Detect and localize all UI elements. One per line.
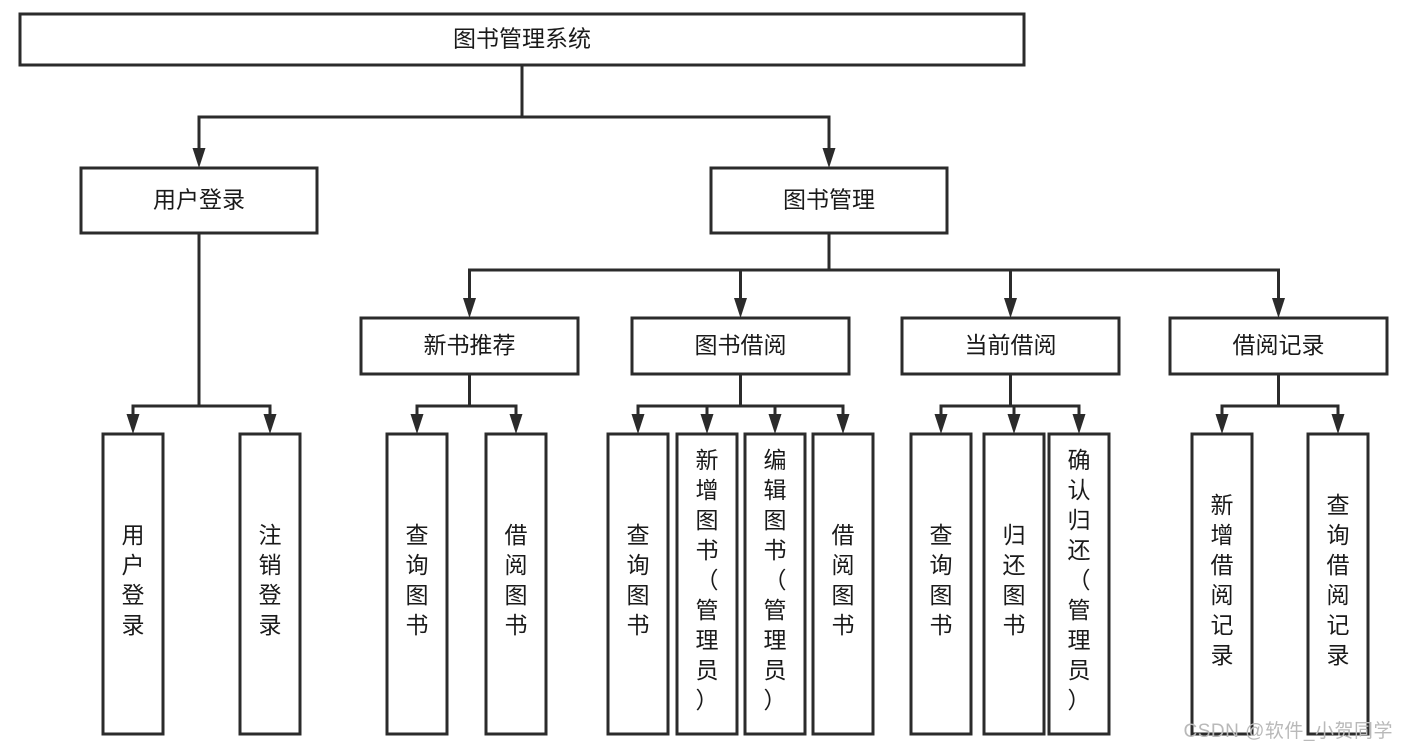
arrow-head-icon	[263, 414, 277, 434]
node-label-leaf-user-login: 用户登录	[122, 522, 145, 638]
connector-edge-borrow-to-leaves	[631, 372, 850, 434]
arrow-head-icon	[768, 414, 782, 434]
connector-layer	[126, 63, 1345, 434]
arrow-head-icon	[1215, 414, 1229, 434]
node-label-current-borrow: 当前借阅	[965, 332, 1057, 358]
node-leaf-borrow-book[interactable]: 借阅图书	[811, 432, 875, 736]
arrow-head-icon	[126, 414, 140, 434]
node-box-leaf-confirm-return	[1047, 432, 1111, 736]
node-book-borrow[interactable]: 图书借阅	[630, 316, 851, 376]
arrow-head-icon	[836, 414, 850, 434]
node-box-leaf-add-book	[675, 432, 739, 736]
arrow-head-icon	[1072, 414, 1086, 434]
node-box-leaf-borrow-book-recommend	[484, 432, 548, 736]
arrow-head-icon	[1272, 298, 1285, 318]
node-box-leaf-borrow-book	[811, 432, 875, 736]
arrow-head-icon	[1004, 298, 1017, 318]
arrow-head-icon	[631, 414, 645, 434]
node-box-leaf-logout	[238, 432, 302, 736]
node-leaf-add-borrow-record[interactable]: 新增借阅记录	[1190, 432, 1254, 736]
arrow-head-icon	[410, 414, 424, 434]
node-label-leaf-add-book: 新增图书（管理员）	[696, 447, 719, 713]
node-box-current-borrow	[900, 316, 1121, 376]
arrow-head-icon	[822, 148, 836, 168]
node-label-leaf-add-borrow-record: 新增借阅记录	[1211, 492, 1234, 668]
arrow-head-icon	[192, 148, 206, 168]
node-user-login[interactable]: 用户登录	[79, 166, 319, 235]
node-label-borrow-record: 借阅记录	[1233, 332, 1325, 358]
node-box-leaf-edit-book	[743, 432, 807, 736]
connector-edge-current-to-leaves	[934, 372, 1086, 434]
connector-edge-record-to-leaves	[1215, 372, 1345, 434]
node-new-book-recommend[interactable]: 新书推荐	[359, 316, 580, 376]
node-box-leaf-query-borrow-record	[1306, 432, 1370, 736]
node-leaf-query-borrow-record[interactable]: 查询借阅记录	[1306, 432, 1370, 736]
connector-edge-userlogin-to-leaves	[126, 231, 277, 434]
node-label-leaf-query-borrow-record: 查询借阅记录	[1327, 492, 1350, 668]
node-layer: 图书管理系统用户登录图书管理新书推荐图书借阅当前借阅借阅记录用户登录注销登录查询…	[18, 12, 1389, 736]
node-label-leaf-borrow-book: 借阅图书	[832, 522, 855, 638]
node-box-book-management	[709, 166, 949, 235]
node-label-book-management: 图书管理	[783, 187, 875, 213]
node-leaf-user-login[interactable]: 用户登录	[101, 432, 165, 736]
node-label-leaf-borrow-book-recommend: 借阅图书	[505, 522, 528, 638]
node-box-new-book-recommend	[359, 316, 580, 376]
node-box-book-borrow	[630, 316, 851, 376]
node-root[interactable]: 图书管理系统	[18, 12, 1026, 67]
node-current-borrow[interactable]: 当前借阅	[900, 316, 1121, 376]
arrow-head-icon	[463, 298, 476, 318]
node-label-leaf-confirm-return: 确认归还（管理员）	[1068, 447, 1091, 713]
node-label-leaf-logout: 注销登录	[259, 522, 282, 638]
node-box-leaf-query-book-borrow	[606, 432, 670, 736]
node-box-leaf-user-login	[101, 432, 165, 736]
node-label-leaf-query-book-recommend: 查询图书	[406, 522, 429, 638]
node-box-leaf-add-borrow-record	[1190, 432, 1254, 736]
node-box-user-login	[79, 166, 319, 235]
node-label-leaf-query-book-current: 查询图书	[930, 522, 953, 638]
node-box-leaf-query-book-recommend	[385, 432, 449, 736]
node-leaf-edit-book[interactable]: 编辑图书（管理员）	[743, 432, 807, 736]
node-leaf-borrow-book-recommend[interactable]: 借阅图书	[484, 432, 548, 736]
csdn-watermark: CSDN @软件_小贺同学	[1183, 721, 1393, 742]
node-book-management[interactable]: 图书管理	[709, 166, 949, 235]
node-leaf-return-book[interactable]: 归还图书	[982, 432, 1046, 736]
node-leaf-confirm-return[interactable]: 确认归还（管理员）	[1047, 432, 1111, 736]
arrow-head-icon	[700, 414, 714, 434]
node-label-leaf-return-book: 归还图书	[1003, 522, 1026, 638]
node-leaf-query-book-current[interactable]: 查询图书	[909, 432, 973, 736]
arrow-head-icon	[734, 298, 747, 318]
node-label-book-borrow: 图书借阅	[695, 332, 787, 358]
connector-edge-recommend-to-leaves	[410, 372, 523, 434]
node-label-leaf-query-book-borrow: 查询图书	[627, 522, 650, 638]
arrow-head-icon	[509, 414, 523, 434]
node-leaf-query-book-recommend[interactable]: 查询图书	[385, 432, 449, 736]
connector-edge-root-to-level2	[192, 63, 836, 168]
node-borrow-record[interactable]: 借阅记录	[1168, 316, 1389, 376]
arrow-head-icon	[934, 414, 948, 434]
connector-edge-bookmgmt-to-level3	[463, 231, 1285, 318]
node-label-user-login: 用户登录	[153, 187, 245, 213]
node-label-new-book-recommend: 新书推荐	[424, 332, 516, 358]
arrow-head-icon	[1007, 414, 1021, 434]
arrow-head-icon	[1331, 414, 1345, 434]
node-box-leaf-query-book-current	[909, 432, 973, 736]
node-leaf-query-book-borrow[interactable]: 查询图书	[606, 432, 670, 736]
node-label-root: 图书管理系统	[453, 26, 591, 52]
node-box-leaf-return-book	[982, 432, 1046, 736]
node-label-leaf-edit-book: 编辑图书（管理员）	[764, 447, 787, 713]
node-leaf-logout[interactable]: 注销登录	[238, 432, 302, 736]
node-leaf-add-book[interactable]: 新增图书（管理员）	[675, 432, 739, 736]
node-box-root	[18, 12, 1026, 67]
node-box-borrow-record	[1168, 316, 1389, 376]
